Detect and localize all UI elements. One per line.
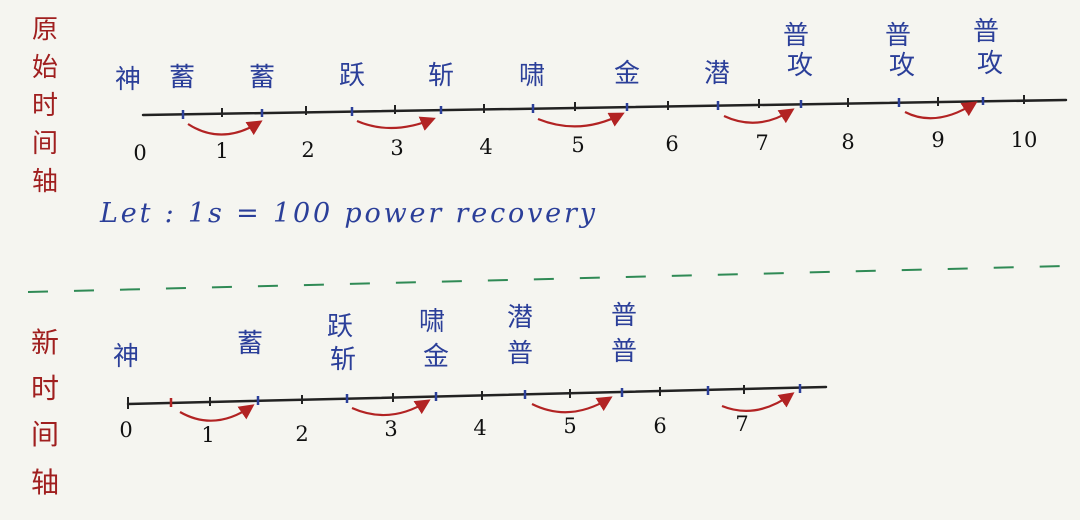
revised-ticks — [127, 385, 745, 409]
tick-label: 6 — [665, 132, 678, 156]
original-tick-labels: 0 1 2 3 4 5 6 7 8 9 10 — [133, 128, 1037, 165]
tick-label: 8 — [841, 130, 854, 154]
tick-label: 5 — [563, 414, 576, 438]
event-label: 蓄 — [249, 63, 275, 93]
event-label-text: 蓄 — [169, 63, 195, 93]
event-label: 普 普 — [611, 301, 637, 367]
tick-label: 4 — [473, 416, 486, 440]
recovery-arrow — [537, 112, 625, 128]
event-label-text: 啸 — [519, 61, 545, 91]
original-recovery-arrows — [187, 101, 978, 136]
tick-label: 4 — [479, 135, 492, 159]
revised-event-marks — [169, 384, 802, 407]
revised-axis-line — [126, 385, 828, 406]
recovery-arrow — [904, 101, 978, 120]
revised-side-label: 新 时 间 轴 — [31, 326, 59, 499]
side-label-char: 轴 — [31, 466, 59, 499]
event-label-text: 普 — [973, 17, 999, 47]
event-label: 普 攻 — [783, 21, 813, 81]
tick-label: 10 — [1011, 128, 1038, 152]
event-label: 潜 — [704, 59, 730, 89]
event-label-text: 普 — [611, 301, 637, 331]
event-label-text: 攻 — [889, 51, 915, 81]
event-label-text: 蓄 — [237, 329, 263, 359]
side-label-char: 原 — [32, 15, 58, 45]
event-label-text: 神 — [113, 342, 139, 372]
event-label-text: 普 — [611, 337, 637, 367]
side-label-char: 间 — [31, 418, 59, 451]
tick-label: 3 — [384, 417, 397, 441]
side-label-char: 始 — [32, 53, 58, 83]
event-label-text: 啸 — [419, 307, 445, 337]
tick-label: 6 — [653, 414, 666, 438]
event-label-text: 普 — [507, 339, 533, 369]
event-label-text: 金 — [423, 342, 449, 372]
section-divider — [27, 265, 1067, 293]
side-label-char: 时 — [32, 91, 58, 121]
event-label: 啸 — [519, 61, 545, 91]
event-label: 斩 — [428, 61, 454, 91]
event-label: 蓄 — [237, 329, 263, 359]
recovery-arrow — [723, 108, 795, 124]
side-label-char: 新 — [31, 326, 59, 359]
event-label: 普 攻 — [885, 21, 915, 81]
event-label: 金 — [614, 59, 640, 89]
tick-label: 1 — [215, 139, 228, 163]
event-label: 跃 — [339, 61, 365, 91]
event-label-text: 斩 — [330, 345, 356, 375]
original-axis-line — [141, 98, 1068, 117]
tick-label: 2 — [301, 138, 314, 162]
event-label-text: 普 — [783, 21, 809, 51]
side-label-char: 轴 — [32, 167, 58, 197]
recovery-arrow — [356, 116, 436, 131]
tick-label: 9 — [931, 128, 944, 152]
recovery-arrow — [531, 396, 613, 414]
tick-label: 0 — [133, 141, 146, 165]
event-label-text: 神 — [115, 65, 141, 95]
event-label-text: 潜 — [507, 303, 533, 333]
event-label-text: 普 — [885, 21, 911, 51]
tick-label: 1 — [201, 423, 214, 447]
event-label-text: 金 — [614, 59, 640, 89]
event-label-text: 攻 — [977, 49, 1003, 79]
original-event-marks — [181, 97, 985, 119]
event-label: 蓄 — [169, 63, 195, 93]
event-label: 潜 普 — [507, 303, 533, 369]
recovery-arrow — [187, 120, 263, 136]
side-label-char: 时 — [31, 372, 59, 405]
event-label: 跃 斩 — [327, 312, 356, 375]
event-label-text: 跃 — [327, 312, 353, 342]
event-label-text: 潜 — [704, 59, 730, 89]
revised-events: 神 蓄 跃 斩 啸 金 潜 普 普 普 — [113, 301, 637, 375]
event-label-text: 跃 — [339, 61, 365, 91]
recovery-arrow — [179, 404, 255, 422]
event-label-text: 斩 — [428, 61, 454, 91]
original-ticks — [221, 95, 1025, 117]
event-label: 普 攻 — [973, 17, 1003, 79]
tick-label: 3 — [390, 136, 403, 160]
power-recovery-note: Let : 1s = 100 power recovery — [99, 198, 596, 229]
original-side-label: 原 始 时 间 轴 — [32, 15, 58, 197]
recovery-arrow — [721, 392, 795, 412]
event-label-text: 蓄 — [249, 63, 275, 93]
tick-label: 5 — [571, 133, 584, 157]
original-timeline: 原 始 时 间 轴 0 1 2 3 4 5 6 7 — [32, 15, 1068, 197]
revised-tick-labels: 0 1 2 3 4 5 6 7 — [119, 412, 748, 447]
revised-timeline: 新 时 间 轴 0 1 2 3 4 5 6 7 — [31, 301, 828, 499]
event-label: 啸 金 — [419, 307, 449, 372]
tick-label: 2 — [295, 422, 308, 446]
event-label: 神 — [113, 342, 139, 372]
event-label-text: 攻 — [787, 51, 813, 81]
revised-recovery-arrows — [179, 392, 795, 422]
event-label: 神 — [115, 65, 141, 95]
recovery-arrow — [351, 399, 431, 417]
tick-label: 0 — [119, 418, 132, 442]
tick-label: 7 — [735, 412, 748, 436]
side-label-char: 间 — [32, 129, 58, 159]
tick-label: 7 — [755, 131, 768, 155]
original-events: 神 蓄 蓄 跃 斩 啸 金 潜 普 — [115, 17, 1003, 95]
